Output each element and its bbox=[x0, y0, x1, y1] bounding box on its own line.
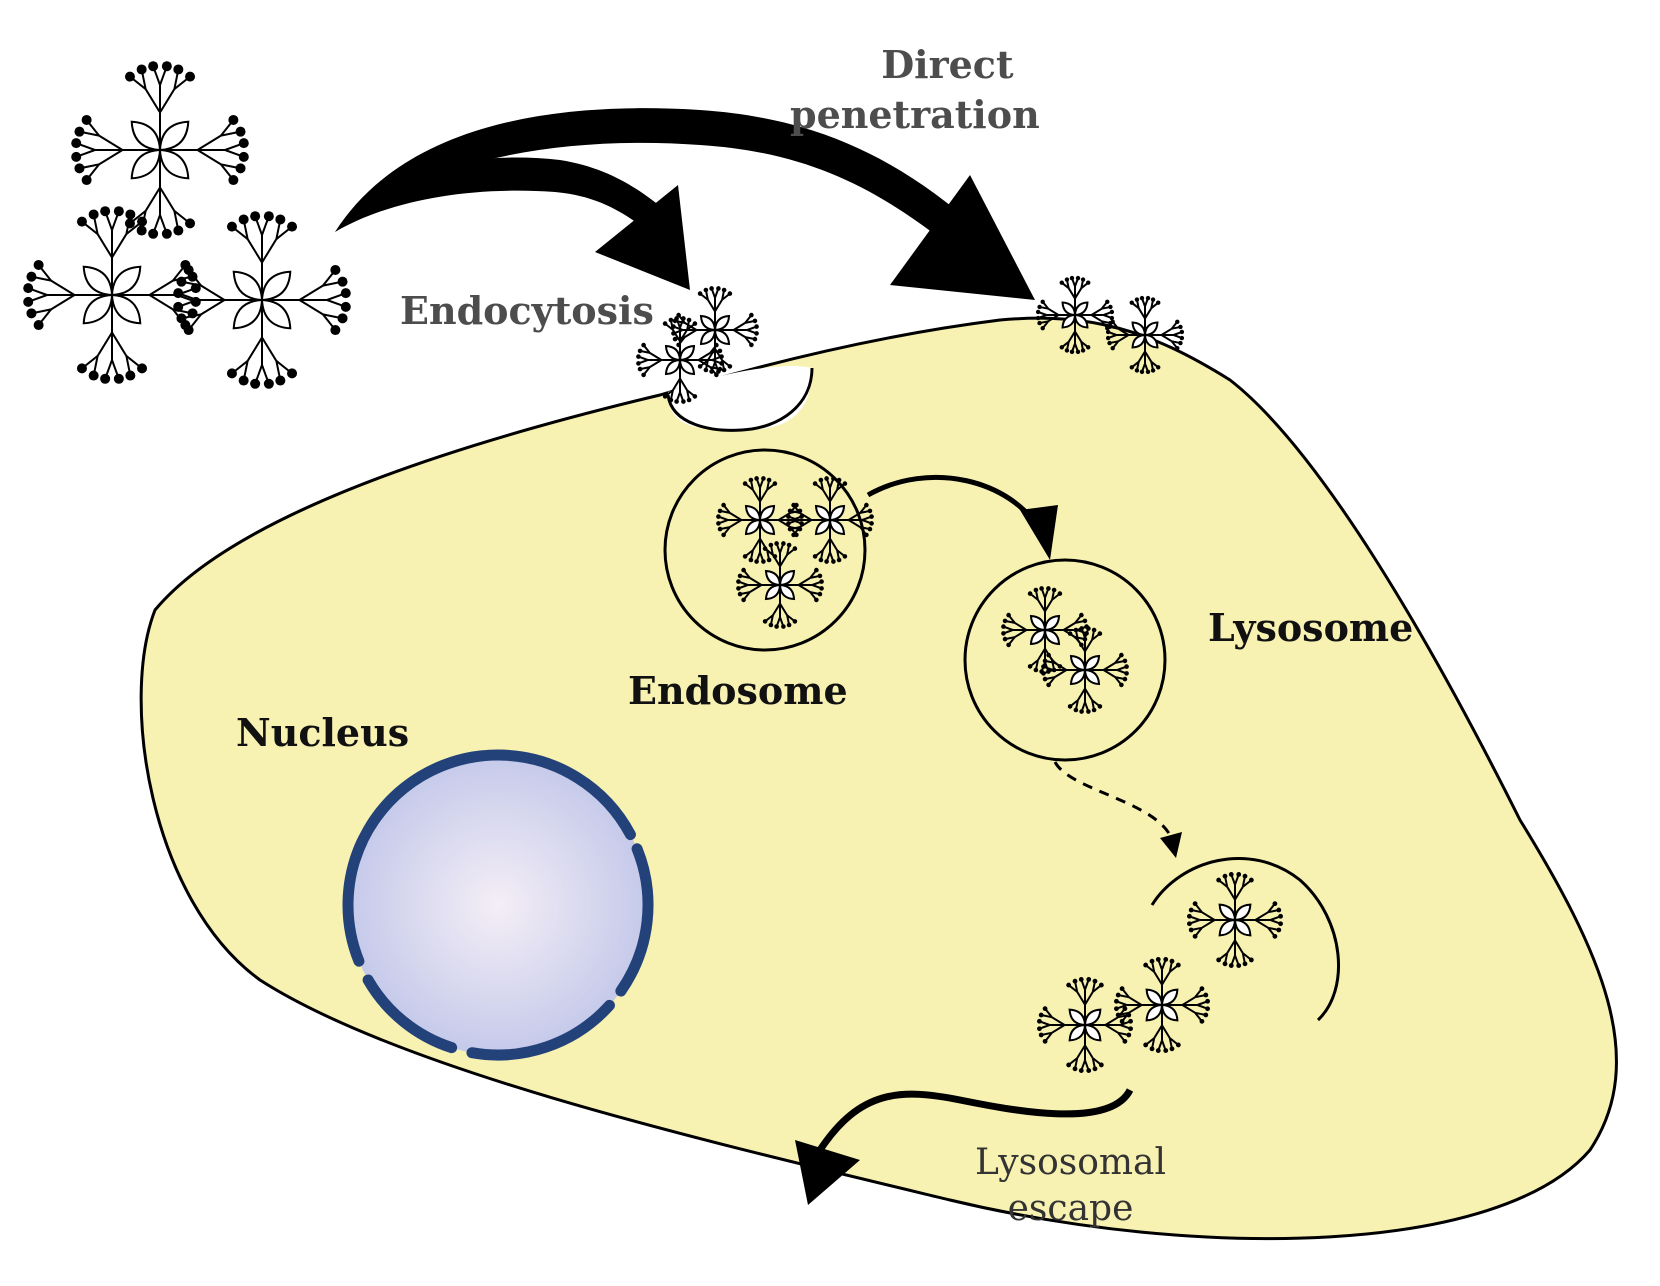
endocytosis-arrowhead bbox=[595, 185, 690, 290]
direct-penetration-arrowhead bbox=[890, 175, 1035, 300]
dendrimer-icon bbox=[786, 476, 874, 564]
lysosome bbox=[963, 558, 1167, 762]
endocytosis-label: Endocytosis bbox=[400, 288, 654, 333]
dendrimer-icon bbox=[1035, 275, 1115, 355]
endocytic-pit bbox=[668, 366, 812, 430]
dendrimer-icon bbox=[1114, 957, 1210, 1053]
nuclear-envelope-segment bbox=[497, 749, 636, 841]
dendrimer-icon bbox=[1105, 295, 1185, 375]
nuclear-envelope-segment bbox=[362, 974, 458, 1054]
endosome-label: Endosome bbox=[628, 668, 848, 713]
nuclear-envelope-segment bbox=[466, 999, 615, 1061]
lysosome-label: Lysosome bbox=[1208, 605, 1414, 650]
endosome bbox=[663, 448, 867, 652]
arrow-icon bbox=[335, 108, 1182, 1205]
rupture-dashed-arrowhead bbox=[1160, 832, 1182, 858]
endocytic-pit-outline bbox=[666, 367, 814, 432]
lysosomal-escape-arrow bbox=[817, 1088, 1134, 1152]
dendrimer-icon bbox=[716, 476, 804, 564]
direct-penetration-label: Direct penetration bbox=[790, 42, 1040, 137]
direct-penetration-arrow bbox=[335, 108, 980, 250]
dendrimer-icon bbox=[173, 211, 351, 389]
dendrimer-icon bbox=[1187, 872, 1283, 968]
nuclear-envelope-segment bbox=[349, 750, 488, 865]
lysosomal-escape-label: Lysosomal escape bbox=[975, 1142, 1167, 1229]
dendrimer-group bbox=[23, 61, 1283, 1073]
nucleus-label: Nucleus bbox=[236, 710, 410, 755]
dendrimer-icon bbox=[736, 541, 824, 629]
lysosomal-escape-arrowhead bbox=[795, 1140, 860, 1205]
nuclear-envelope bbox=[342, 749, 654, 1061]
endosome-to-lysosome-arrowhead bbox=[1020, 505, 1058, 560]
nucleus bbox=[342, 749, 654, 1061]
dendrimer-icon bbox=[1037, 977, 1133, 1073]
dendrimer-icon bbox=[636, 316, 724, 404]
dendrimer-icon bbox=[1041, 626, 1129, 714]
ruptured-lysosome bbox=[1150, 857, 1341, 1022]
endocytosis-arrow bbox=[335, 157, 665, 232]
nuclear-envelope-segment bbox=[615, 843, 654, 997]
